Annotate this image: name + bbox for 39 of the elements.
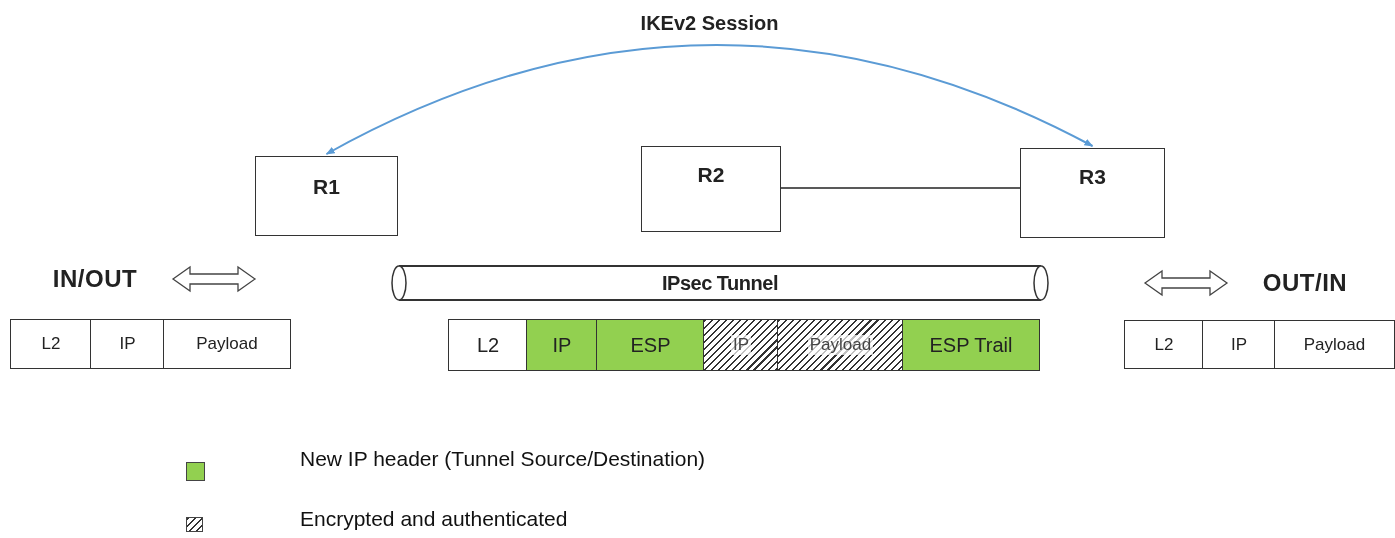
router-name: R3 [1079, 165, 1106, 189]
packet-field [1202, 320, 1276, 369]
packet-field [596, 319, 705, 371]
packet-field [90, 319, 165, 369]
packet-field [526, 319, 598, 371]
packet-field [777, 319, 904, 371]
router-name: R1 [313, 175, 340, 199]
field-name: Payload [807, 335, 874, 355]
router-name: R2 [697, 163, 725, 187]
field-name: L2 [476, 333, 500, 357]
block-arrow [1143, 269, 1229, 297]
connector-line [780, 187, 1021, 189]
packet-field [902, 319, 1040, 371]
field-name: IP [1230, 334, 1248, 355]
block-arrow [171, 265, 257, 293]
router-box [641, 146, 781, 232]
field-name: Payload [196, 334, 258, 354]
curved-arrow [325, 44, 1094, 155]
tunnel-label: IPsec Tunnel [662, 271, 778, 295]
field-name: ESP Trail [929, 333, 1013, 357]
packet-field [1274, 320, 1395, 369]
packet-field [703, 319, 779, 371]
field-name: IP [730, 335, 752, 355]
packet-field [448, 319, 528, 371]
router-box [1020, 148, 1165, 238]
router-box [255, 156, 398, 236]
field-name: IP [552, 333, 572, 357]
legend-text: Encrypted and authenticated [300, 507, 568, 531]
direction-label: IN/OUT [34, 264, 156, 294]
direction-label: OUT/IN [1244, 268, 1366, 298]
packet-field [10, 319, 92, 369]
field-name: L2 [41, 334, 61, 354]
legend-text: New IP header (Tunnel Source/Destination) [300, 447, 706, 471]
field-name: ESP [630, 333, 671, 357]
packet-field [1124, 320, 1204, 369]
packet-field [163, 319, 291, 369]
field-name: Payload [1303, 334, 1366, 355]
field-name: L2 [1154, 334, 1174, 355]
field-name: IP [119, 334, 136, 354]
